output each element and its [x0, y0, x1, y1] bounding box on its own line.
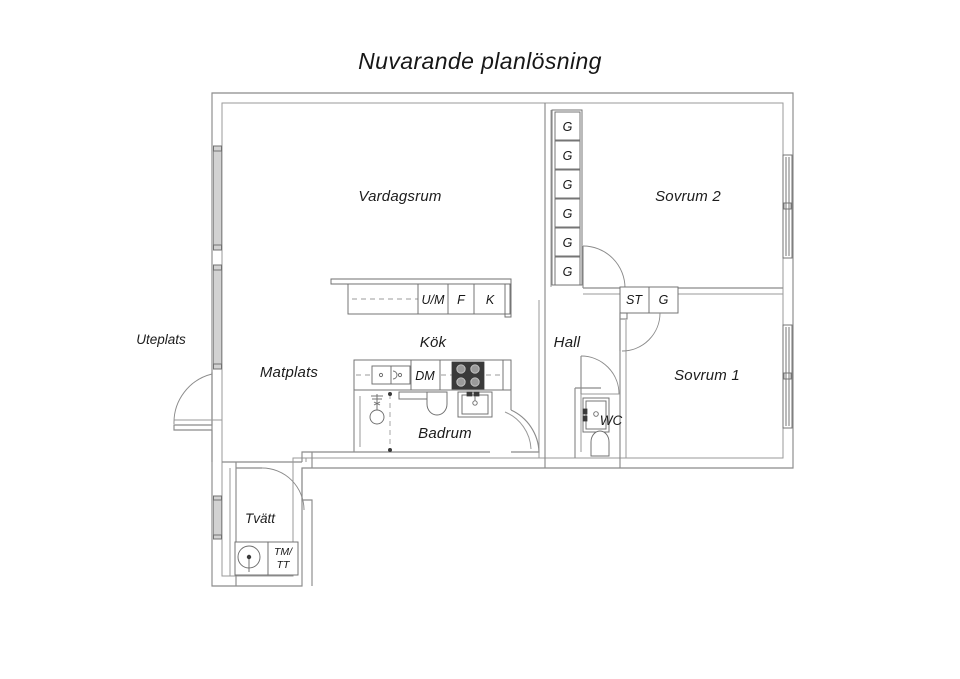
cabinet-label-k: K [486, 293, 495, 307]
badrum-room [353, 390, 540, 453]
tm-label: TM/ [274, 546, 293, 558]
cabinet-label-f: F [457, 293, 466, 307]
room-label-vardagsrum: Vardagsrum [358, 188, 441, 205]
wardrobe-label: G [563, 178, 573, 192]
window-left-upper [213, 145, 222, 251]
wardrobe-cell[interactable]: G [554, 256, 581, 286]
page-title: Nuvarande planlösning [358, 48, 602, 74]
window-right-sovrum2 [782, 154, 793, 259]
room-label-tvatt: Tvätt [245, 511, 276, 526]
cabinet-label-dm: DM [415, 369, 435, 383]
kitchen-sink [371, 365, 411, 385]
wardrobe-cell[interactable]: G [554, 140, 581, 170]
wardrobe-cell[interactable]: G [554, 169, 581, 199]
wc-room [574, 355, 620, 458]
door-uteplats [173, 372, 223, 462]
wc-washbasin [582, 397, 610, 433]
room-label-matplats: Matplats [260, 364, 319, 381]
room-label-kok: Kök [420, 334, 448, 351]
wardrobe-cell[interactable]: G [554, 227, 581, 257]
door-sovrum1 [619, 312, 661, 352]
kitchen-stove [451, 361, 485, 390]
wardrobe-cell[interactable]: G [554, 111, 581, 141]
tvatt-machine-cabinet[interactable]: TM/ TT [267, 541, 299, 576]
hall-cabinets[interactable]: ST G [619, 286, 679, 320]
wc-toilet [590, 430, 610, 457]
wardrobe-label: G [563, 207, 573, 221]
door-sovrum2 [582, 245, 626, 289]
room-label-wc: WC [600, 413, 623, 428]
badrum-washbasin [457, 391, 493, 418]
lower-walls [222, 451, 354, 468]
tvatt-room: TM/ TT [229, 462, 313, 586]
room-label-badrum: Badrum [418, 425, 472, 442]
window-right-sovrum1 [782, 324, 793, 429]
cabinet-label-g: G [659, 293, 669, 307]
wardrobe-label: G [563, 120, 573, 134]
tt-label: TT [277, 559, 291, 571]
window-tvatt [213, 495, 222, 540]
interior-walls [538, 103, 783, 468]
room-label-hall: Hall [554, 334, 581, 351]
kitchen-counter[interactable]: DM [353, 359, 512, 391]
room-label-uteplats: Uteplats [136, 332, 186, 347]
wardrobe-label: G [563, 265, 573, 279]
kitchen-upper-cabinets[interactable]: U/M F K [330, 278, 512, 318]
tvatt-floor-drain [234, 541, 269, 576]
room-labels: Vardagsrum Kök Matplats Badrum Hall Sovr… [136, 188, 740, 526]
wardrobe-cell[interactable]: G [554, 198, 581, 228]
wardrobe-column-sovrum2[interactable]: G G G G G G [551, 109, 583, 286]
cabinet-label-um: U/M [422, 293, 446, 307]
room-label-sovrum1: Sovrum 1 [674, 367, 740, 384]
cabinet-label-st: ST [626, 293, 643, 307]
room-label-sovrum2: Sovrum 2 [655, 188, 721, 205]
exterior-walls [211, 92, 794, 587]
badrum-toilet [426, 391, 448, 416]
badrum-shower [369, 394, 385, 425]
wardrobe-label: G [563, 236, 573, 250]
window-left-lower [213, 264, 222, 370]
wardrobe-label: G [563, 149, 573, 163]
